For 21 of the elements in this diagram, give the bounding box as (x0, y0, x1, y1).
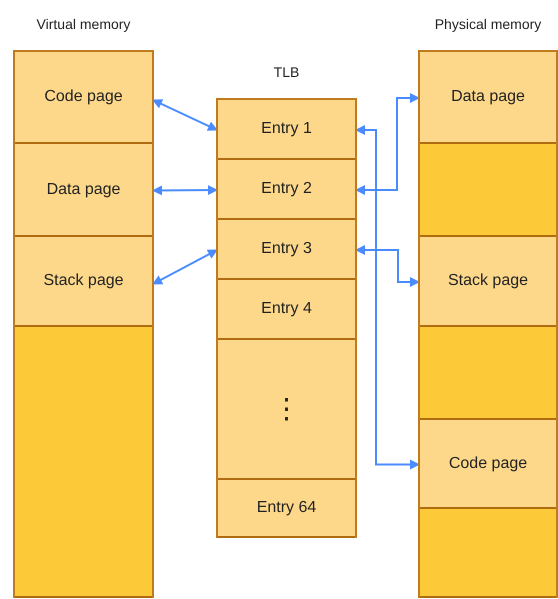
memory-block (420, 327, 556, 420)
memory-block (420, 144, 556, 237)
memory-entry: Entry 4 (218, 280, 355, 340)
memory-entry: Code page (15, 52, 152, 144)
memory-entry: Entry 3 (218, 220, 355, 280)
memory-entry: Entry 1 (218, 100, 355, 160)
memory-block (420, 509, 556, 598)
memory-entry: Entry 64 (218, 480, 355, 538)
arrow (355, 245, 420, 287)
memory-entry: Data page (15, 144, 152, 237)
ellipsis-entry: ⋮ (218, 340, 355, 480)
memory-entry: Entry 2 (218, 160, 355, 220)
arrow (152, 99, 218, 131)
arrow (355, 125, 420, 470)
arrow (152, 249, 218, 285)
column-title: Virtual memory (36, 16, 132, 32)
arrow (152, 185, 218, 196)
memory-block (15, 327, 152, 598)
column-title: Physical memory (434, 16, 542, 32)
column-title: TLB (272, 64, 300, 80)
arrow (355, 93, 420, 195)
